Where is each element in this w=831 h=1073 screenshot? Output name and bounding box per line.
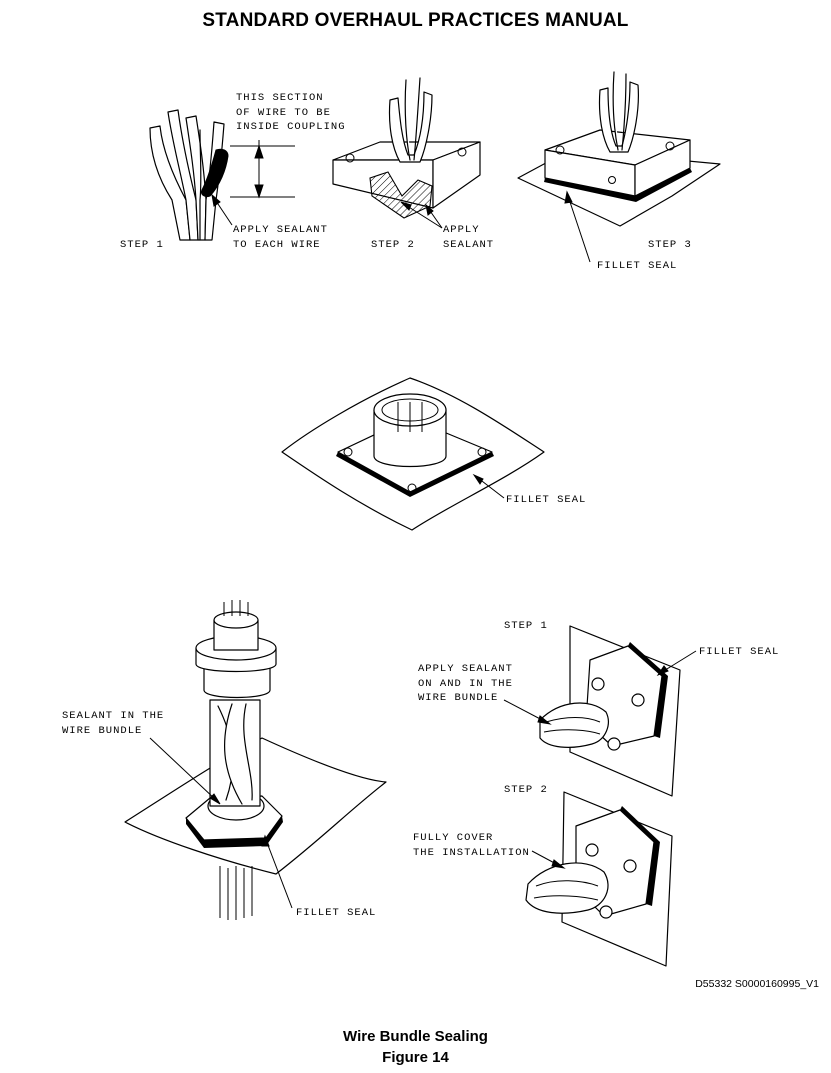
middle-fillet: FILLET SEAL [506, 494, 587, 506]
top-step1-sealant: APPLY SEALANT TO EACH WIRE [233, 224, 328, 251]
top-step1-label: STEP 1 [120, 239, 164, 251]
figure-number: Figure 14 [382, 1049, 449, 1066]
bottom-right-step2-cover: FULLY COVER THE INSTALLATION [413, 832, 530, 859]
drawing-reference: D55332 S0000160995_V1 [695, 978, 819, 990]
top-step2-label: STEP 2 [371, 239, 415, 251]
bottom-left-fillet: FILLET SEAL [296, 907, 377, 919]
top-step1-note: THIS SECTION OF WIRE TO BE INSIDE COUPLI… [236, 92, 346, 133]
bundle-vertical-drawing [124, 600, 387, 920]
top-step3-fillet: FILLET SEAL [597, 260, 678, 272]
top-step2-sealant: APPLY SEALANT [443, 224, 495, 251]
step2-coupling-drawing [332, 77, 481, 229]
figure-title: Wire Bundle Sealing [343, 1028, 488, 1045]
step3-block-drawing [517, 71, 721, 263]
bundle-step2-drawing [525, 791, 673, 967]
bottom-right-step1-label: STEP 1 [504, 620, 548, 632]
bottom-right-step1-fillet: FILLET SEAL [699, 646, 780, 658]
step1-wires-drawing [149, 109, 295, 241]
bottom-right-step1-sealant: APPLY SEALANT ON AND IN THE WIRE BUNDLE [418, 663, 513, 704]
middle-connector-drawing [281, 377, 545, 531]
bottom-right-step2-label: STEP 2 [504, 784, 548, 796]
bundle-step1-drawing [503, 625, 697, 797]
bottom-left-sealant: SEALANT IN THE WIRE BUNDLE [62, 710, 165, 737]
top-step3-label: STEP 3 [648, 239, 692, 251]
page-header: STANDARD OVERHAUL PRACTICES MANUAL [202, 10, 629, 31]
